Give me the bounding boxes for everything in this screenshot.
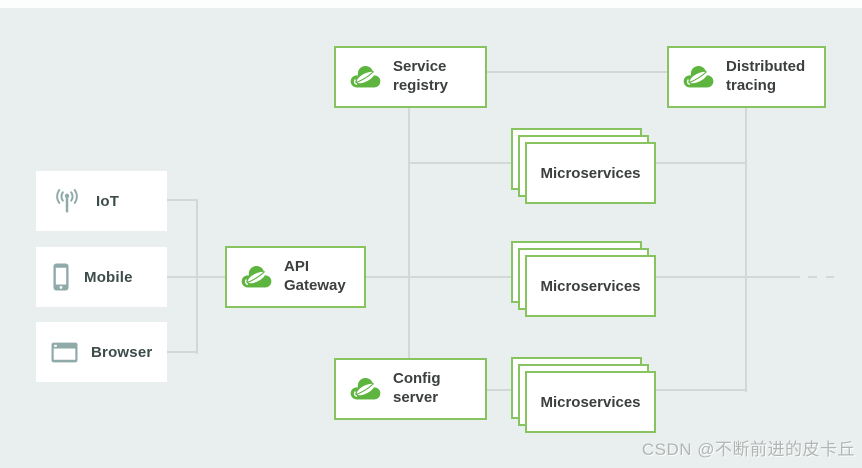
client-label: Mobile [84, 268, 133, 286]
microservices-label: Microservices [540, 393, 641, 411]
node-api-gateway: API Gateway [225, 246, 366, 308]
node-label: Distributed tracing [726, 58, 805, 96]
node-config-server: Config server [334, 358, 487, 420]
node-label: Config server [393, 370, 440, 408]
microservices-label: Microservices [540, 164, 641, 182]
connector-microservices3-tracing [656, 389, 747, 391]
connector-registry-config-vertical [408, 108, 410, 358]
connector-mobile-gateway [167, 276, 225, 278]
node-label-line1: Distributed [726, 58, 806, 76]
client-label: IoT [96, 192, 120, 210]
connector-registry-microservices1 [409, 162, 516, 164]
node-service-registry: Service registry [334, 46, 487, 108]
node-distributed-tracing: Distributed tracing [667, 46, 826, 108]
node-label-line2: registry [393, 77, 449, 94]
spring-cloud-logo-icon [349, 377, 382, 401]
connector-browser [167, 351, 197, 353]
node-label-line1: Service [393, 58, 447, 76]
microservices-box: Microservices [525, 255, 656, 317]
client-box-browser: Browser [36, 322, 167, 382]
microservices-stack-2: Microservices [511, 241, 657, 318]
node-label: Service registry [393, 58, 448, 96]
iot-antenna-icon [56, 189, 78, 213]
spring-cloud-logo-icon [682, 65, 715, 89]
client-box-mobile: Mobile [36, 247, 167, 307]
spring-cloud-logo-icon [349, 65, 382, 89]
top-strip [0, 0, 862, 8]
node-label-line1: Config [393, 370, 441, 388]
node-label-line2: tracing [726, 77, 777, 94]
connector-dash-1 [808, 276, 817, 278]
connector-tracing-vertical [745, 108, 747, 392]
connector-dash-2 [826, 276, 834, 278]
microservices-stack-1: Microservices [511, 128, 657, 205]
connector-microservices2-right [656, 276, 800, 278]
connector-iot [167, 199, 197, 201]
connector-config-microservices3 [487, 389, 519, 391]
connector-microservices1-tracing [656, 162, 746, 164]
mobile-phone-icon [53, 263, 69, 291]
client-label: Browser [91, 343, 153, 361]
browser-window-icon [51, 342, 78, 362]
node-label: API Gateway [284, 258, 346, 296]
csdn-watermark: CSDN @不断前进的皮卡丘 [641, 440, 855, 459]
spring-cloud-logo-icon [240, 265, 273, 289]
microservices-stack-3: Microservices [511, 357, 657, 434]
node-label-line2: Gateway [284, 277, 346, 294]
node-label-line1: API [284, 258, 310, 276]
node-label-line2: server [393, 389, 439, 406]
connector-gateway-microservices [366, 276, 516, 278]
microservices-box: Microservices [525, 371, 656, 433]
client-box-iot: IoT [36, 171, 167, 231]
microservices-label: Microservices [540, 277, 641, 295]
microservices-box: Microservices [525, 142, 656, 204]
connector-registry-tracing [487, 71, 667, 73]
